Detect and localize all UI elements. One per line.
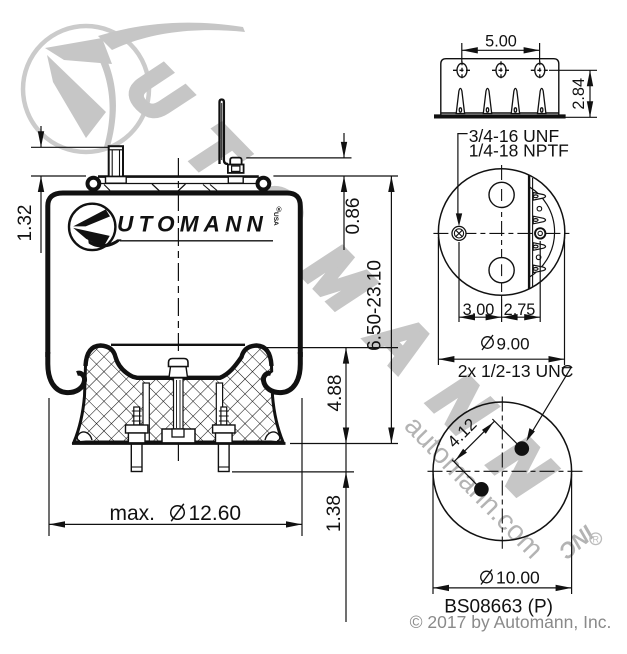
svg-text:6.50-23.10: 6.50-23.10 (365, 260, 386, 351)
svg-text:4.88: 4.88 (325, 375, 346, 412)
svg-text:1.38: 1.38 (324, 495, 345, 532)
svg-text:max.: max. (110, 502, 156, 525)
svg-text:5.00: 5.00 (485, 33, 517, 51)
svg-text:© 2017 by Automann, Inc.: © 2017 by Automann, Inc. (410, 612, 612, 632)
svg-text:3.00: 3.00 (463, 301, 495, 319)
svg-text:R: R (592, 534, 599, 544)
svg-text:10.00: 10.00 (496, 568, 540, 588)
svg-text:2.84: 2.84 (570, 78, 588, 110)
svg-text:BS08663 (P): BS08663 (P) (444, 596, 553, 617)
svg-text:3/4-16 UNF: 3/4-16 UNF (469, 126, 559, 146)
svg-text:9.00: 9.00 (497, 335, 530, 354)
svg-text:USA: USA (272, 212, 279, 226)
svg-text:UTOMANN: UTOMANN (117, 212, 268, 237)
svg-text:2.75: 2.75 (504, 301, 536, 319)
svg-text:1/4-18 NPTF: 1/4-18 NPTF (469, 140, 569, 160)
svg-text:1.32: 1.32 (15, 205, 36, 242)
svg-text:0.86: 0.86 (343, 198, 364, 235)
svg-text:2x 1/2-13 UNC: 2x 1/2-13 UNC (458, 361, 574, 381)
svg-text:12.60: 12.60 (189, 502, 242, 525)
svg-text:®: ® (276, 206, 282, 214)
